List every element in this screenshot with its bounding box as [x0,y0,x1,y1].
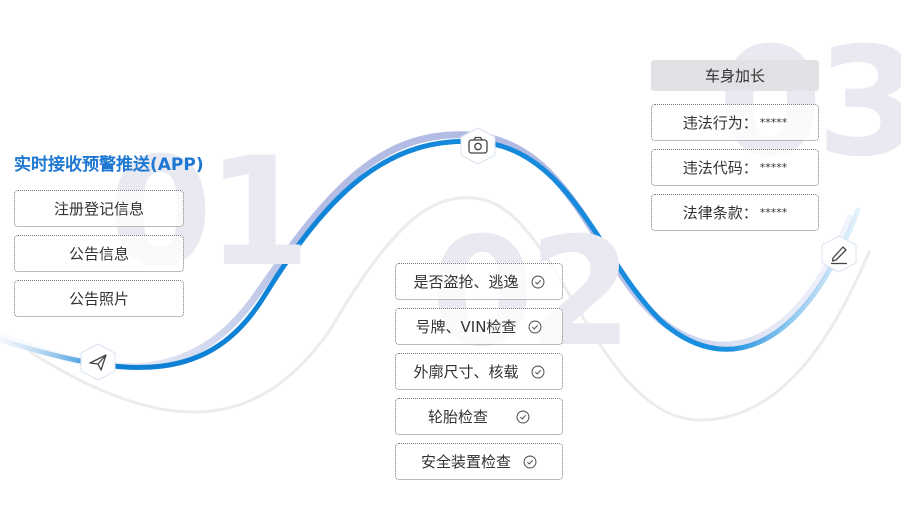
stage2-item-safety: 安全装置检查 [395,443,563,480]
stage2-item-theft: 是否盗抢、逃逸 [395,263,563,300]
check-circle-icon [528,320,542,333]
stage2-item-label: 是否盗抢、逃逸 [413,273,519,291]
stage3-item-code: 违法代码： ***** [651,149,819,186]
stage1-item-label: 公告信息 [68,245,129,263]
camera-icon [468,136,488,154]
edit-pin [821,235,857,273]
stage3-item-value: ***** [759,206,788,219]
stage3-item-value: ***** [759,116,788,129]
stage1-item-notice: 公告信息 [14,235,184,272]
stage2-item-label: 外廓尺寸、核载 [413,363,519,381]
stage2-item-tire: 轮胎检查 [395,398,563,435]
stage2-item-size: 外廓尺寸、核载 [395,353,563,390]
stage2-item-label: 轮胎检查 [427,408,488,426]
stage3-item-violation: 违法行为： ***** [651,104,819,141]
stage2-item-label: 安全装置检查 [420,453,511,471]
stage1-item-photo: 公告照片 [14,280,184,317]
check-circle-icon [516,410,530,423]
stage3-item-label: 违法代码： [682,159,758,177]
stage1-item-label: 注册登记信息 [53,200,144,218]
stage3-item-label: 违法行为： [682,114,758,132]
camera-pin [460,127,496,165]
check-circle-icon [523,455,537,468]
check-circle-icon [531,275,544,288]
stage3-item-value: ***** [759,161,788,174]
send-pin [80,343,116,381]
check-circle-icon [531,365,544,378]
stage1-item-label: 公告照片 [68,290,129,308]
stage1-title: 实时接收预警推送(APP) [14,155,204,175]
stage1-item-register: 注册登记信息 [14,190,184,227]
stage2-item-plate: 号牌、VIN检查 [395,308,563,345]
stage3-header: 车身加长 [651,60,819,91]
grey-guide-curve [29,196,872,422]
edit-icon [831,246,847,265]
send-icon [89,354,107,371]
stage3-item-label: 法律条款： [682,204,758,222]
stage2-item-label: 号牌、VIN检查 [415,318,517,336]
stage3-item-law: 法律条款： ***** [651,194,819,231]
